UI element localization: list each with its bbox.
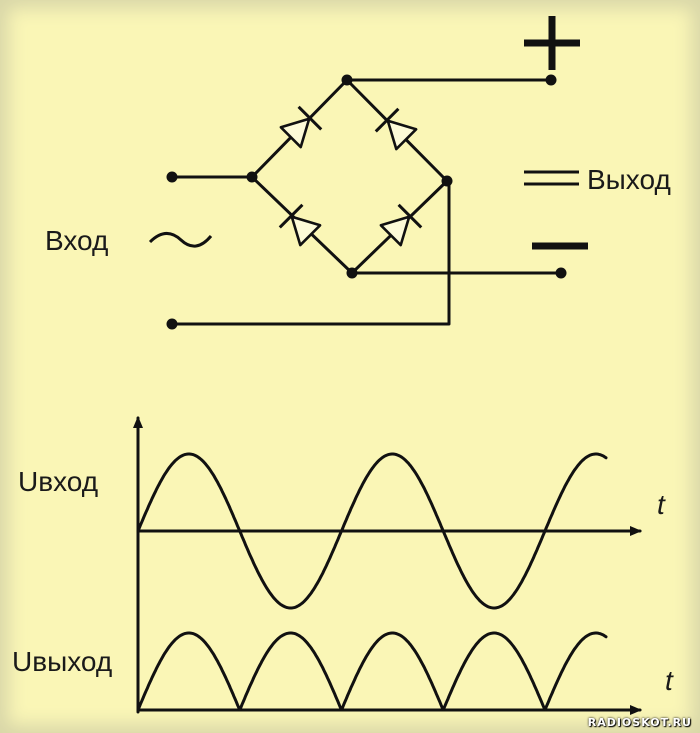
bridge-node-left <box>246 171 258 183</box>
chart-axes <box>133 416 642 715</box>
ac-symbol-icon <box>148 232 213 248</box>
diode-bottom-right <box>379 203 423 247</box>
output-terminal-plus <box>545 74 557 86</box>
input-terminal-bottom <box>166 318 178 330</box>
dc-symbol-icon <box>524 170 579 186</box>
bridge-node-top <box>341 74 353 86</box>
input-label: Вход <box>45 225 108 256</box>
output-terminal-minus <box>555 267 567 279</box>
time-label-output: t <box>665 665 674 696</box>
plus-sign <box>524 16 580 70</box>
input-lead-bottom <box>170 179 451 326</box>
bridge-node-right <box>441 175 453 187</box>
input-sine-wave <box>136 452 608 610</box>
diode-top-right <box>374 107 418 151</box>
time-label-input: t <box>657 489 666 520</box>
u-output-label: Uвыход <box>12 646 112 677</box>
input-terminal-top <box>166 171 178 183</box>
output-rectified-wave <box>136 631 608 712</box>
bridge-circuit <box>166 74 567 330</box>
diode-top-left <box>279 105 323 149</box>
u-input-label: Uвход <box>18 466 98 497</box>
bridge-node-bottom <box>346 267 358 279</box>
diode-bottom-left <box>278 203 322 247</box>
output-label: Выход <box>587 164 671 195</box>
watermark: RADIOSKOT.RU <box>587 716 692 729</box>
